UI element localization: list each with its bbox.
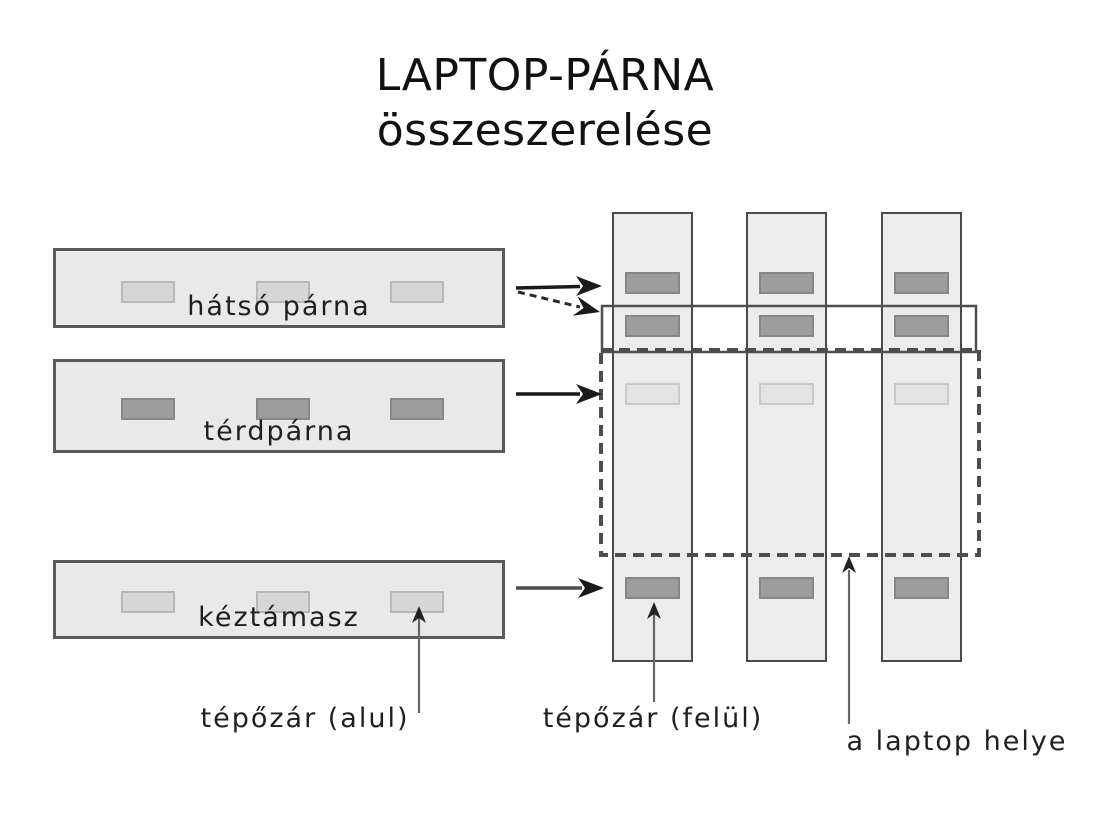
- velcro-patch: [256, 591, 310, 613]
- velcro-patch: [256, 281, 310, 303]
- velcro-patch: [121, 591, 175, 613]
- label-laptop-helye: a laptop helye: [846, 726, 1068, 757]
- velcro-patch: [759, 383, 814, 405]
- velcro-patch: [894, 577, 949, 599]
- arrow-hatso-solid-head-icon: [576, 276, 602, 296]
- arrow-hatso-dashed-line: [517, 290, 581, 309]
- strap-strip: [612, 212, 693, 662]
- panel-keztamasz: kéztámasz: [53, 560, 505, 639]
- page-title: LAPTOP-PÁRNA összeszerelése: [295, 48, 795, 158]
- velcro-patch: [759, 315, 814, 337]
- label-tepozar-alul: tépőzár (alul): [200, 703, 410, 734]
- velcro-patch: [759, 577, 814, 599]
- strap-strip: [881, 212, 962, 662]
- velcro-patch: [390, 281, 444, 303]
- arrow-terdparna-head-icon: [576, 384, 602, 404]
- panel-label: térdpárna: [203, 416, 355, 447]
- title-line-1: LAPTOP-PÁRNA: [375, 50, 715, 101]
- panel-label: kéztámasz: [198, 602, 360, 633]
- strap-strip: [746, 212, 827, 662]
- velcro-patch: [625, 272, 680, 294]
- arrow-keztamasz-head-icon: [578, 578, 604, 598]
- arrow-laptop-helye-head-icon: [842, 556, 856, 573]
- panel-hatso-parna: hátsó párna: [53, 248, 505, 328]
- panel-terdparna: térdpárna: [53, 359, 505, 453]
- label-tepozar-felul: tépőzár (felül): [542, 703, 764, 734]
- velcro-patch: [894, 315, 949, 337]
- velcro-patch: [121, 281, 175, 303]
- arrow-hatso-dashed-head-icon: [572, 296, 600, 316]
- velcro-patch: [256, 398, 310, 420]
- velcro-patch: [894, 383, 949, 405]
- title-line-2: összeszerelése: [376, 105, 714, 156]
- velcro-patch: [625, 383, 680, 405]
- panel-label: hátsó párna: [187, 291, 371, 322]
- velcro-patch: [121, 398, 175, 420]
- velcro-patch: [625, 577, 680, 599]
- arrow-hatso-solid-line: [515, 284, 581, 290]
- velcro-patch: [390, 398, 444, 420]
- velcro-patch: [759, 272, 814, 294]
- velcro-patch: [625, 315, 680, 337]
- velcro-patch: [894, 272, 949, 294]
